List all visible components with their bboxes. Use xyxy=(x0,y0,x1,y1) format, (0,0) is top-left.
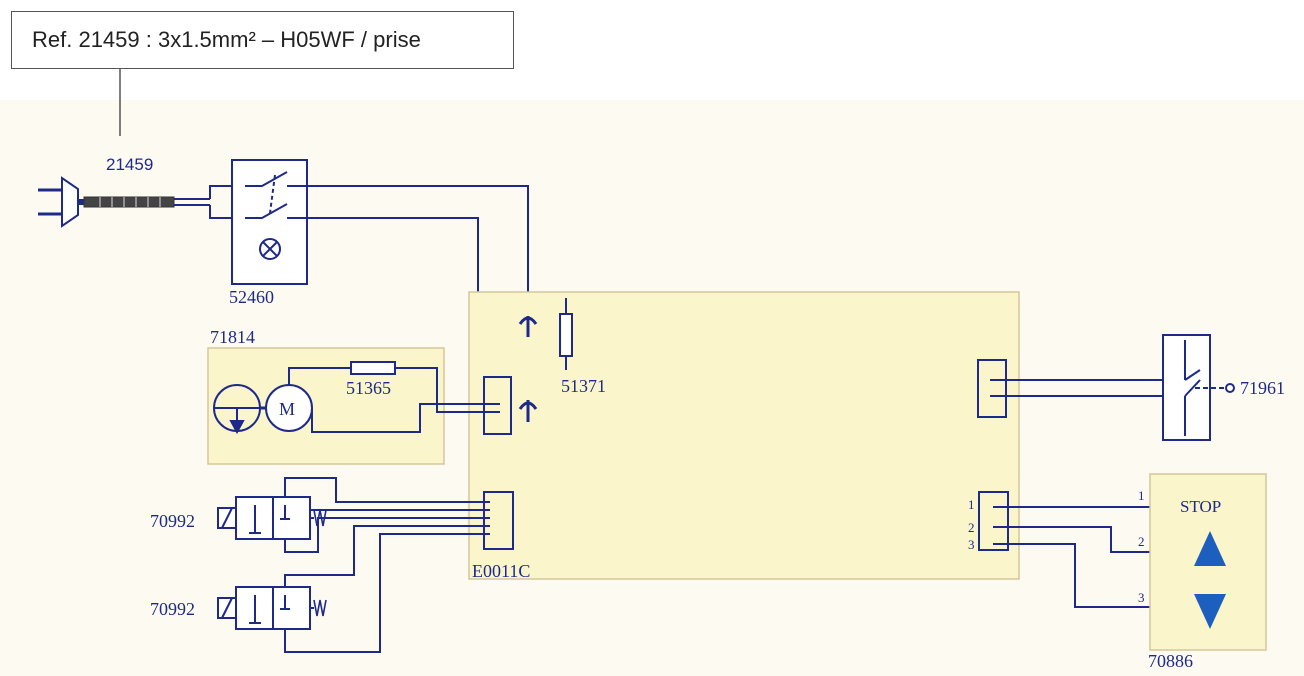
pendant-connector xyxy=(978,491,1009,551)
valve-top-label: 70992 xyxy=(150,511,195,531)
limit-switch-connector xyxy=(977,359,1007,418)
wire-1-label: 1 xyxy=(1138,488,1145,503)
solenoid-valve-top xyxy=(217,477,490,553)
wire-3-label: 3 xyxy=(1138,590,1145,605)
stop-label[interactable]: STOP xyxy=(1180,497,1221,516)
power-input-connector-b xyxy=(518,400,538,422)
motor-fuse xyxy=(350,361,396,375)
power-input-connector-a xyxy=(518,316,538,337)
board-fuse-label: 51371 xyxy=(561,376,606,396)
motor-connector xyxy=(483,376,512,435)
wire-switch-to-connector-a xyxy=(300,185,529,316)
wire-pendant-2 xyxy=(993,526,1175,553)
up-arrow-icon[interactable] xyxy=(1194,531,1226,566)
solenoid-valve-bottom xyxy=(217,525,490,653)
wire-2-label: 2 xyxy=(1138,534,1145,549)
pump-panel xyxy=(207,347,445,465)
reference-callout: Ref. 21459 : 3x1.5mm² – H05WF / prise xyxy=(11,11,514,69)
pendant-label: 70886 xyxy=(1148,651,1193,671)
plug-icon xyxy=(38,176,84,228)
valve-connector xyxy=(483,491,514,550)
illuminated-switch xyxy=(231,159,308,285)
pin-3-label: 3 xyxy=(968,537,975,552)
control-board xyxy=(468,291,1020,580)
power-cable xyxy=(83,185,245,219)
reference-callout-text: Ref. 21459 : 3x1.5mm² – H05WF / prise xyxy=(32,27,421,52)
pump-label: 71814 xyxy=(210,327,255,347)
motor-letter: M xyxy=(279,399,295,419)
valve-bottom-label: 70992 xyxy=(150,599,195,619)
limit-switch-label: 71961 xyxy=(1240,378,1285,398)
switch-label: 52460 xyxy=(229,287,274,307)
pin-1-label: 1 xyxy=(968,497,975,512)
cable-label: 21459 xyxy=(106,155,153,174)
indicator-lamp-icon xyxy=(259,238,281,260)
board-fuse xyxy=(559,298,573,370)
pin-2-label: 2 xyxy=(968,520,975,535)
board-label: E0011C xyxy=(472,561,530,581)
wire-pendant-3 xyxy=(993,543,1175,608)
limit-switch xyxy=(1162,334,1235,441)
motor-fuse-label: 51365 xyxy=(346,378,391,398)
down-arrow-icon[interactable] xyxy=(1194,594,1226,629)
